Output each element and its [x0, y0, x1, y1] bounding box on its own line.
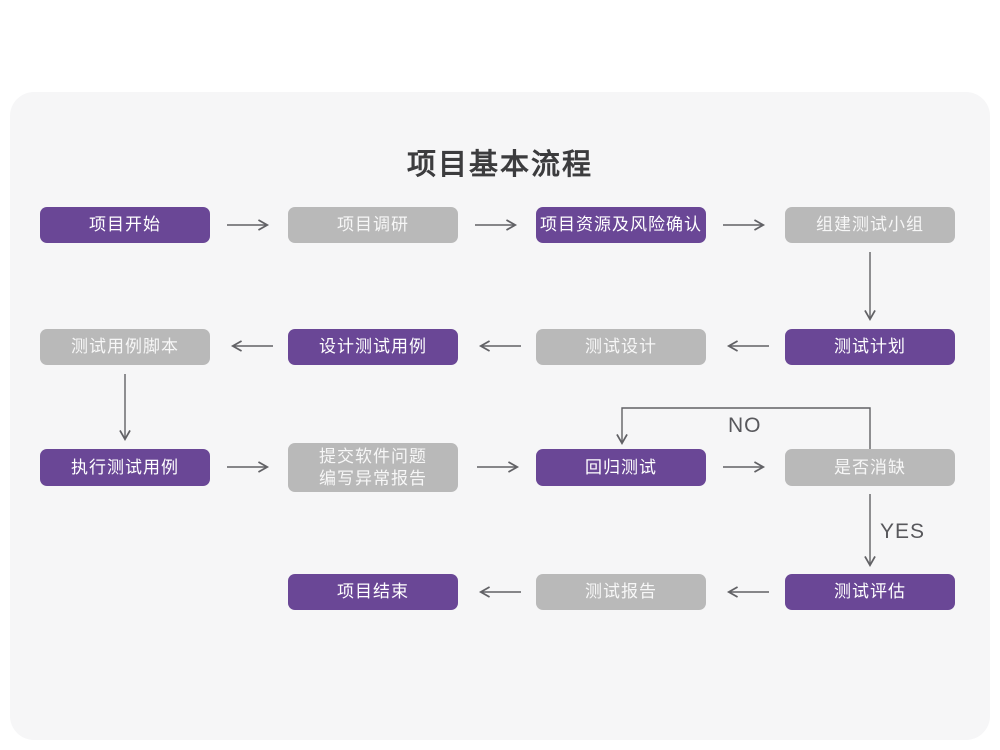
node-project-research: 项目调研 — [288, 207, 458, 243]
node-label: 执行测试用例 — [71, 457, 179, 477]
branch-label-no: NO — [728, 414, 762, 437]
node-label: 测试设计 — [585, 337, 657, 356]
node-run-test-cases: 执行测试用例 — [40, 449, 210, 486]
node-project-start: 项目开始 — [40, 207, 210, 243]
node-design-test-cases: 设计测试用例 — [288, 329, 458, 365]
node-project-end: 项目结束 — [288, 574, 458, 610]
node-label: 测试用例脚本 — [71, 337, 179, 356]
node-test-report: 测试报告 — [536, 574, 706, 610]
branch-label-yes: YES — [880, 520, 926, 543]
node-label: 项目结束 — [337, 582, 409, 601]
node-label: 组建测试小组 — [816, 215, 924, 234]
node-test-case-script: 测试用例脚本 — [40, 329, 210, 365]
node-resource-risk: 项目资源及风险确认 — [536, 207, 706, 243]
node-submit-issue-report: 提交软件问题 编写异常报告 — [288, 443, 458, 492]
node-label: 项目调研 — [337, 215, 409, 234]
node-label-line2: 编写异常报告 — [319, 468, 427, 488]
node-defect-cleared: 是否消缺 — [785, 449, 955, 486]
node-build-test-team: 组建测试小组 — [785, 207, 955, 243]
diagram-title: 项目基本流程 — [406, 149, 593, 181]
node-label: 是否消缺 — [834, 457, 906, 477]
flowchart-card-background — [10, 92, 990, 740]
node-label: 项目资源及风险确认 — [540, 215, 702, 234]
node-label-line1: 提交软件问题 — [319, 446, 427, 466]
node-label: 回归测试 — [585, 457, 657, 477]
node-test-design: 测试设计 — [536, 329, 706, 365]
node-test-plan: 测试计划 — [785, 329, 955, 365]
node-label: 测试评估 — [834, 582, 906, 601]
node-label: 设计测试用例 — [319, 337, 427, 356]
node-label: 项目开始 — [89, 215, 161, 234]
node-regression-test: 回归测试 — [536, 449, 706, 486]
node-label: 测试报告 — [585, 582, 657, 601]
node-test-evaluation: 测试评估 — [785, 574, 955, 610]
node-label: 测试计划 — [834, 337, 906, 356]
